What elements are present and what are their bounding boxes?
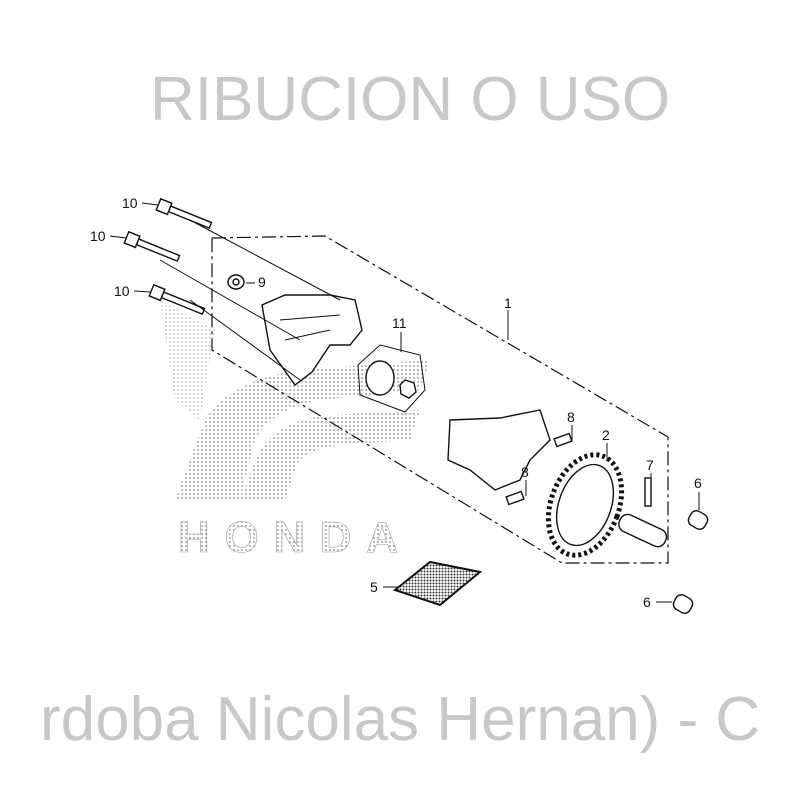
callout-7: 7 [646, 457, 654, 473]
dowel-pin [644, 477, 652, 507]
callout-5: 5 [370, 579, 378, 595]
outer-rotor [365, 360, 395, 396]
collar [672, 594, 694, 614]
oil-strainer-screen [392, 560, 483, 607]
callout-10: 10 [122, 195, 138, 211]
watermark-line-1: RIBUCION O USO [150, 65, 670, 134]
pump-shaft [618, 513, 668, 548]
collar [687, 510, 709, 530]
callout-6: 6 [694, 475, 702, 491]
callout-11: 11 [392, 315, 407, 331]
leader-lines [109, 202, 700, 603]
callout-1: 1 [504, 295, 512, 311]
flange-bolts [123, 197, 213, 316]
callout-6: 6 [643, 594, 651, 610]
callout-10: 10 [114, 283, 130, 299]
callout-10: 10 [90, 228, 106, 244]
watermark: RIBUCION O USO rdoba Nicolas Hernan) - C [40, 65, 760, 754]
callout-8: 8 [567, 409, 575, 425]
callout-8: 8 [521, 464, 529, 480]
honda-logo-text: HONDA [178, 513, 398, 562]
assembly-boundary [211, 235, 669, 564]
watermark-line-2: rdoba Nicolas Hernan) - C [40, 685, 760, 754]
callout-2: 2 [602, 427, 610, 443]
pump-cover-plate [447, 409, 551, 491]
callout-labels: 10 10 10 9 11 1 8 8 2 7 6 6 5 [90, 195, 702, 610]
callout-9: 9 [258, 274, 266, 290]
pump-body [261, 294, 363, 386]
inner-rotor [399, 379, 417, 399]
